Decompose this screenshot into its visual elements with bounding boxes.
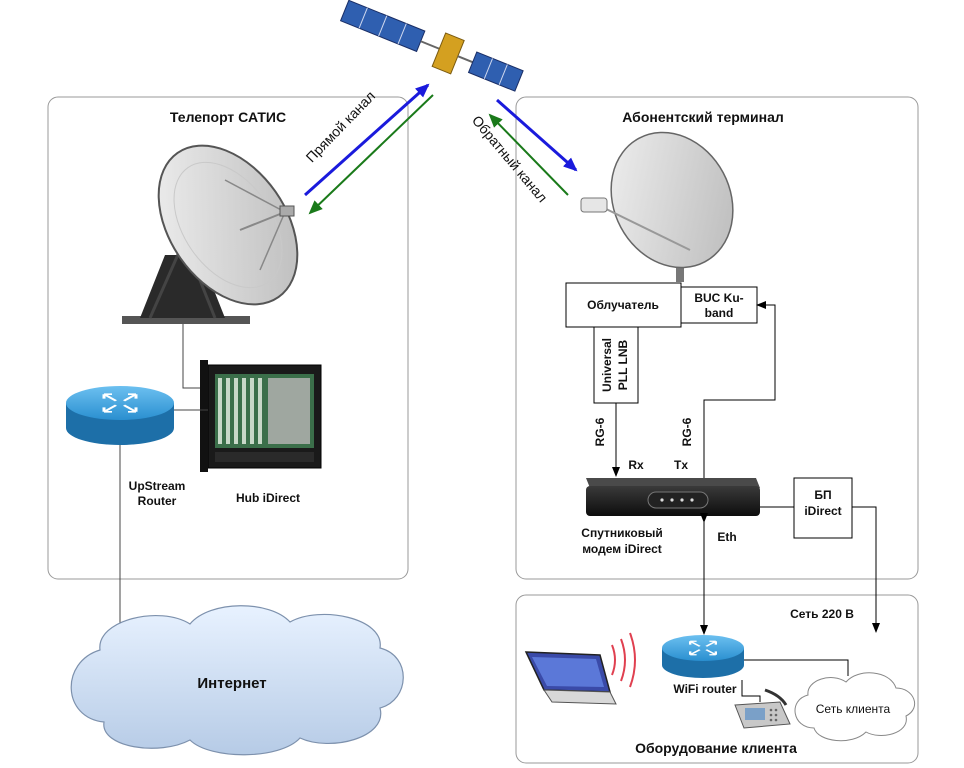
feed-box [565,282,682,328]
terminal-title: Абонентский терминал [622,109,784,125]
terminal-panel [515,96,919,580]
router-phone-link [741,680,761,702]
client-title: Оборудование клиента [635,740,797,756]
hub-idirect-icon [200,360,322,472]
tx-cable [703,301,776,478]
wifi-router-label: WiFi router [673,682,737,696]
psu-box [793,477,853,539]
reverse-uplink-arrow [488,113,569,196]
buc-box [680,286,758,324]
lnb-box [593,326,639,404]
satellite-modem-icon [586,478,760,516]
buc-label-1: BUC Ku- [694,291,743,305]
forward-uplink-arrow [304,83,430,197]
upstream-router-icon [66,386,174,445]
tx-port-label: Tx [674,458,688,472]
hub-label: Hub iDirect [236,491,300,505]
client-network-label: Сеть клиента [816,702,891,716]
tx-cable-label: RG-6 [680,417,694,446]
eth-port-label: Eth [717,530,736,544]
wifi-router-icon [662,635,744,678]
rx-cable-label: RG-6 [593,417,607,446]
laptop-icon [524,651,617,705]
internet-cloud-icon [70,605,404,756]
psu-label-1: БП [814,488,831,502]
client-panel [515,594,919,764]
dish-hub-link [182,324,208,389]
lnb-label-1: Universal [600,338,614,392]
router-client-network-link [744,659,849,676]
psu-label-2: iDirect [804,504,841,518]
teleport-title: Телепорт САТИС [170,109,286,125]
wifi-waves-icon [611,632,636,688]
teleport-dish-icon [122,144,299,324]
lnb-label-2: PLL LNB [616,339,630,390]
modem-label-2: модем iDirect [582,542,662,556]
buc-label-2: band [705,306,734,320]
power-label: Сеть 220 В [790,607,854,621]
reverse-channel-label: Обратный канал [469,112,551,205]
upstream-router-label-1: UpStream [129,479,186,493]
teleport-panel [47,96,409,580]
phone-icon [734,688,791,729]
forward-channel-label: Прямой канал [303,88,379,166]
modem-label-1: Спутниковый [581,526,662,540]
reverse-downlink-arrow [308,94,434,215]
psu-power-link [852,506,880,633]
forward-downlink-arrow [496,98,578,172]
internet-label: Интернет [197,675,266,692]
rx-port-label: Rx [628,458,644,472]
client-network-cloud-icon [794,672,916,742]
upstream-router-label-2: Router [138,494,177,508]
satellite-icon [339,0,524,92]
terminal-dish-icon [580,131,734,282]
feed-label: Облучатель [587,298,659,312]
